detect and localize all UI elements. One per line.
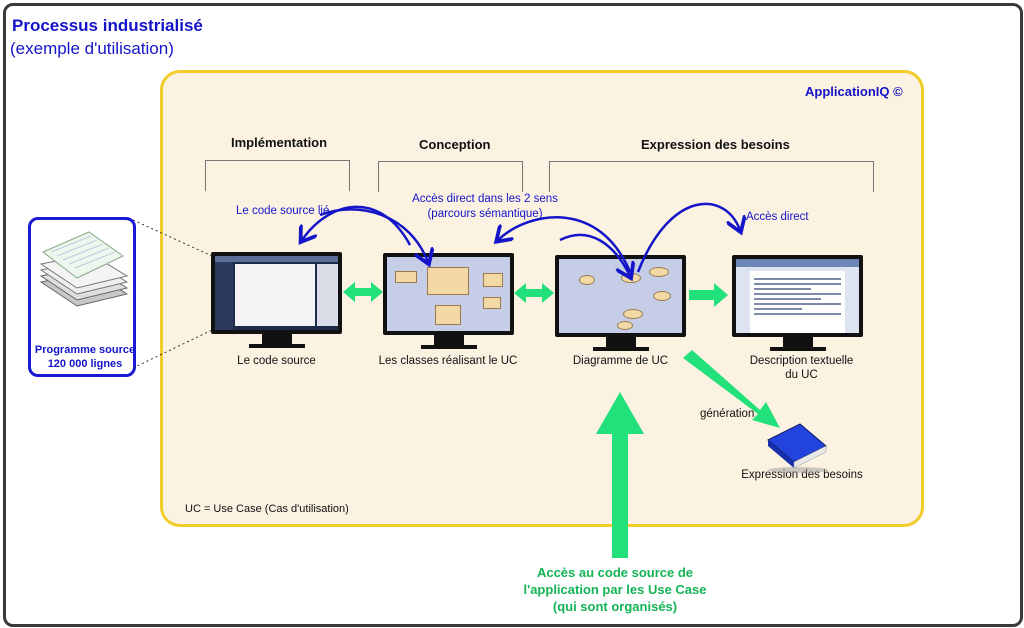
label-description-line2: du UC <box>785 369 818 381</box>
access-note: Accès au code source de l'application pa… <box>500 564 730 615</box>
monitor-stand <box>606 337 636 347</box>
double-arrow-icon <box>343 282 383 302</box>
label-code-source: Le code source <box>237 355 316 367</box>
up-arrow-icon <box>596 392 644 558</box>
footnote: UC = Use Case (Cas d'utilisation) <box>185 503 349 515</box>
label-bidirectional: Accès direct dans les 2 sens (parcours s… <box>405 192 565 222</box>
access-note-line2: l'application par les Use Case <box>523 582 707 597</box>
monitor-code-source <box>211 252 342 334</box>
brand-label: ApplicationIQ © <box>805 84 903 99</box>
dotted-connector-top <box>132 219 213 257</box>
right-arrow-icon <box>689 283 728 307</box>
book-icon <box>767 423 828 473</box>
phase-expression: Expression des besoins <box>641 137 790 152</box>
curved-arrow-to-diagram <box>559 233 630 276</box>
bracket-expression <box>549 161 874 192</box>
source-program-line2: 120 000 lignes <box>47 358 123 370</box>
label-direct-access: Accès direct <box>746 211 809 223</box>
source-program-label: Programme source 120 000 lignes <box>31 343 139 371</box>
label-description-line1: Description textuelle <box>749 355 854 367</box>
monitor-base <box>770 347 826 351</box>
monitor-stand <box>783 337 813 347</box>
code-editor-screen <box>215 256 338 330</box>
label-use-case-diagram: Diagramme de UC <box>572 355 669 367</box>
monitor-base <box>593 347 649 351</box>
access-note-line3: (qui sont organisés) <box>552 599 678 614</box>
class-diagram-screen <box>387 257 510 331</box>
monitor-base <box>421 345 477 349</box>
bracket-implementation <box>205 160 350 191</box>
label-classes: Les classes réalisant le UC <box>378 355 518 367</box>
monitor-base <box>249 344 305 348</box>
monitor-classes <box>383 253 514 335</box>
label-description: Description textuelle du UC <box>736 354 867 382</box>
dotted-connector-bottom <box>132 329 213 369</box>
double-arrow-icon <box>514 283 554 303</box>
bracket-conception <box>378 161 523 192</box>
label-output: Expression des besoins <box>741 469 863 481</box>
curved-arrow-code-link <box>302 205 412 246</box>
generation-arrow-icon <box>683 350 780 428</box>
source-program-box: Programme source 120 000 lignes <box>28 217 136 377</box>
page-subtitle: (exemple d'utilisation) <box>10 39 174 58</box>
document-screen <box>736 259 859 333</box>
page-title: Processus industrialisé <box>12 16 203 35</box>
monitor-stand <box>262 334 292 344</box>
label-code-link: Le code source lié <box>236 205 330 217</box>
monitor-stand <box>434 335 464 345</box>
paper-stack-icon <box>39 231 129 307</box>
phase-implementation: Implémentation <box>231 135 328 150</box>
phase-conception: Conception <box>419 137 491 152</box>
source-program-line1: Programme source <box>34 344 136 356</box>
label-bidirectional-line2: (parcours sémantique) <box>427 208 543 220</box>
curved-arrow-direct <box>636 202 740 273</box>
label-generation: génération <box>700 408 755 420</box>
monitor-description <box>732 255 863 337</box>
access-note-line1: Accès au code source de <box>536 565 694 580</box>
curved-arrow-bidirectional <box>498 216 632 273</box>
label-bidirectional-line1: Accès direct dans les 2 sens <box>412 193 558 205</box>
curved-arrow-to-classes <box>319 208 428 262</box>
